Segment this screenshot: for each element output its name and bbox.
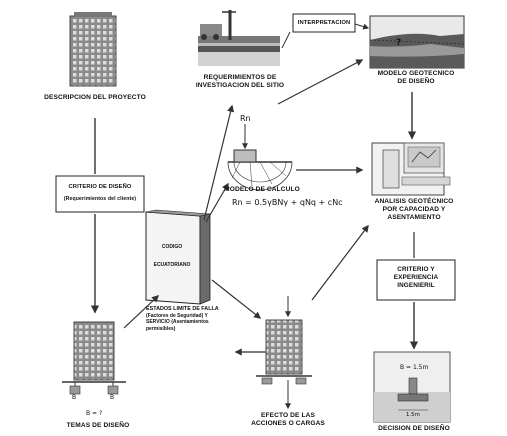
b-left-label: B: [72, 394, 77, 401]
codigo-label: CODIGO: [161, 244, 183, 250]
book-codigo-icon: [145, 209, 211, 305]
requerimientos-label: REQUERIMIENTOS DE INVESTIGACION DEL SITI…: [195, 74, 285, 90]
efecto-label: EFECTO DE LAS ACCIONES O CARGAS: [251, 412, 325, 428]
ecuatoriano-label: ECUATORIANO: [153, 262, 191, 268]
drill-rig-icon: [198, 10, 280, 66]
criterio-diseno-sub: (Requerimientos del cliente): [63, 196, 137, 202]
criterio-experiencia-label: CRITERIO Y EXPERIENCIA INGENIERIL: [393, 266, 439, 289]
arrow-temas-estados: [123, 295, 160, 329]
geotechnical-model-icon: [369, 15, 465, 69]
arrow-efecto-analisis: [311, 224, 369, 301]
modelo-calculo-label: MODELO DE CALCULO: [224, 186, 300, 193]
arrow-req-model: [277, 59, 364, 105]
arrow-book-requerimientos: [203, 104, 235, 221]
arrow-interp-model: [354, 23, 370, 30]
analisis-label: ANALISIS GEOTÉCNICO POR CAPACIDAD Y ASEN…: [374, 198, 454, 222]
b-unknown-label: B = ?: [86, 410, 103, 417]
estados-body: (Factores de Seguridad) Y SERVICIO (Asen…: [146, 313, 209, 332]
arrow-rig-interp: [281, 31, 291, 49]
building-load-icon: [256, 296, 312, 410]
arrow-book-efecto: [211, 279, 262, 319]
temas-label: TEMAS DE DISEÑO: [66, 422, 130, 429]
decision-label: DECISION DE DISEÑO: [378, 425, 450, 432]
arrow-book-calculo: [205, 182, 229, 223]
question-mark: ?: [396, 38, 402, 48]
b-right-label: B: [110, 394, 115, 401]
b-value-label: B = 1.5m: [400, 364, 429, 371]
interpretacion-label: INTERPRETACION: [297, 20, 351, 26]
footing-decision-icon: [373, 351, 451, 423]
estados-title: ESTADOS LIMITE DE FALLA: [146, 306, 219, 312]
criterio-diseno-title: CRITERIO DE DISEÑO: [68, 184, 132, 190]
footing-bulb-icon: [227, 124, 293, 191]
rn-label: Rn: [240, 114, 251, 123]
computer-icon: [371, 142, 451, 196]
descripcion-label: DESCRIPCION DEL PROYECTO: [44, 94, 146, 101]
building-project-icon: [69, 12, 117, 87]
building-temas-icon: [62, 321, 126, 395]
formula-label: Rn = 0.5γBNγ + qNq + cNc: [232, 198, 343, 207]
b-value-bottom-label: 1.5m: [406, 412, 420, 418]
modelo-geotecnico-label: MODELO GEOTECNICO DE DISEÑO: [377, 70, 455, 86]
